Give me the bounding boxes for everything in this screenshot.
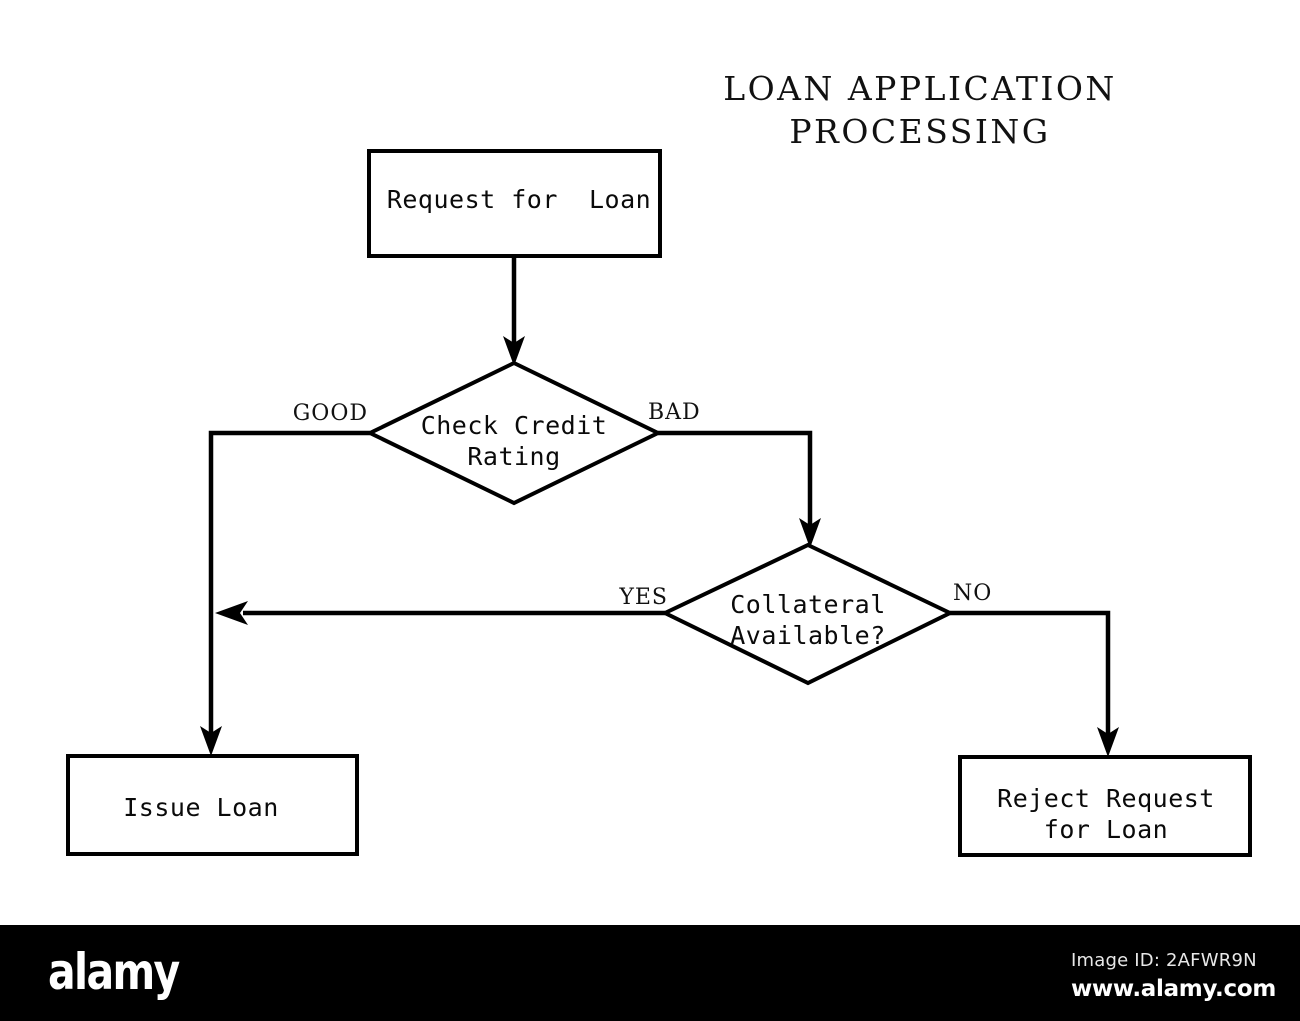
node-issue-loan[interactable]: Issue Loan — [66, 754, 359, 856]
node-reject-request[interactable]: Reject Request for Loan — [958, 755, 1252, 857]
node-issue-loan-shape — [66, 754, 359, 856]
alamy-logo: alamy — [48, 943, 180, 1001]
node-request-for-loan-shape — [367, 149, 662, 258]
node-reject-request-shape — [958, 755, 1252, 857]
edge-check-credit-bad — [658, 430, 821, 548]
node-collateral-available-label-line1: Collateral — [730, 590, 886, 619]
edge-label-no: NO — [953, 581, 992, 606]
diagram-title-line2: PROCESSING — [789, 112, 1050, 151]
node-check-credit-rating[interactable]: Check Credit Rating — [365, 360, 663, 506]
edge-label-good: GOOD — [293, 401, 368, 426]
edge-label-bad: BAD — [648, 400, 701, 425]
flowchart-diagram: LOAN APPLICATION PROCESSING GO — [66, 69, 1252, 857]
edge-check-credit-good — [200, 430, 370, 756]
node-collateral-available-shape — [660, 542, 955, 686]
edge-label-yes: YES — [618, 585, 668, 610]
node-collateral-available-label-line2: Available? — [730, 621, 886, 650]
node-request-for-loan-label: Request for Loan — [387, 185, 651, 214]
node-request-for-loan[interactable]: Request for Loan — [367, 149, 662, 258]
node-check-credit-rating-shape — [365, 360, 663, 506]
watermark-footer-bar: alamy Image ID: 2AFWR9N www.alamy.com — [0, 925, 1300, 1021]
alamy-url-link[interactable]: www.alamy.com — [1070, 976, 1276, 1002]
edge-request-to-check-credit — [503, 256, 525, 366]
node-issue-loan-label: Issue Loan — [123, 793, 279, 822]
node-reject-request-label-line1: Reject Request — [997, 784, 1215, 813]
diagram-title-line1: LOAN APPLICATION — [723, 69, 1117, 108]
node-reject-request-label-line2: for Loan — [1044, 815, 1168, 844]
node-check-credit-rating-label-line2: Rating — [467, 442, 560, 471]
node-collateral-available[interactable]: Collateral Available? — [660, 542, 955, 686]
node-check-credit-rating-label-line1: Check Credit — [421, 411, 608, 440]
footer-meta: Image ID: 2AFWR9N www.alamy.com — [1071, 949, 1276, 1003]
edge-collateral-no — [950, 610, 1119, 757]
edge-collateral-yes — [215, 601, 665, 625]
image-id-label: Image ID: 2AFWR9N — [1070, 950, 1257, 971]
